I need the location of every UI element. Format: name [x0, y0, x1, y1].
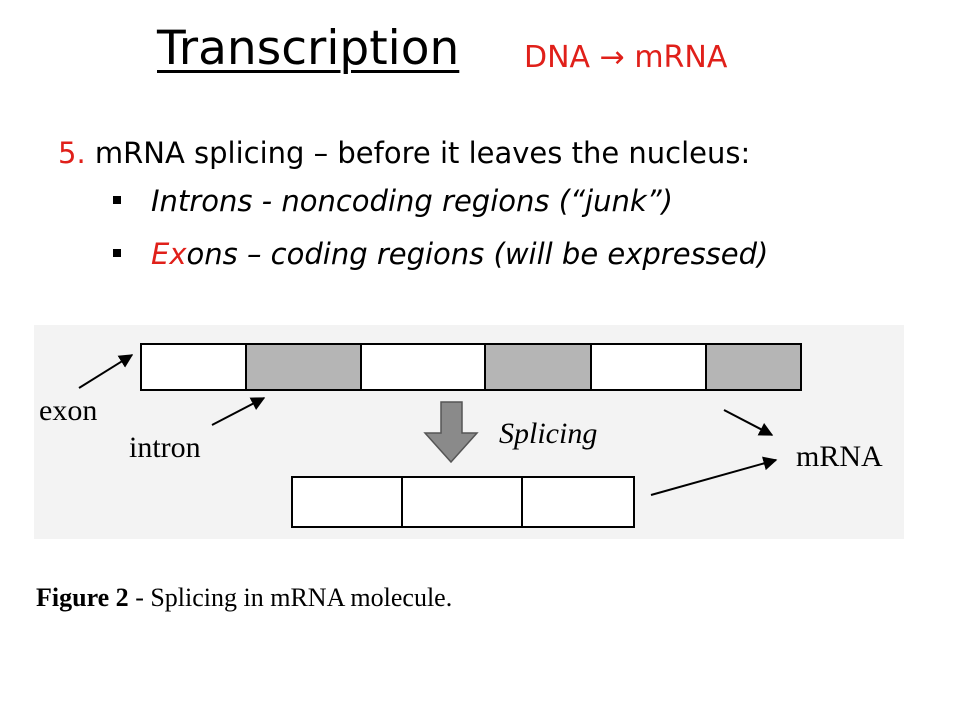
square-bullet-icon	[113, 196, 121, 204]
pre-mrna-intron-1	[245, 343, 362, 391]
point-text: mRNA splicing – before it leaves the nuc…	[85, 136, 751, 170]
mature-mrna-exon-1	[291, 476, 403, 528]
splicing-diagram: exon intron Splicing mRNA	[39, 343, 883, 528]
square-bullet-icon	[113, 249, 121, 257]
bullet-text: ons – coding regions (will be expressed)	[186, 237, 769, 271]
slide-title: Transcription	[157, 21, 460, 76]
point-number: 5.	[58, 136, 86, 170]
pre-mrna-exon-1	[140, 343, 247, 391]
pre-mrna-intron-2	[484, 343, 592, 391]
figure-caption: Figure 2 - Splicing in mRNA molecule.	[36, 582, 452, 613]
bullet-red-part: Ex	[151, 237, 187, 271]
mature-mrna-strand	[291, 476, 635, 528]
mature-to-mrna-arrow-icon	[650, 456, 778, 496]
mrna-label: mRNA	[796, 440, 883, 473]
splicing-label: Splicing	[499, 417, 597, 450]
pre-mrna-exon-3	[590, 343, 707, 391]
arrow-right-icon: →	[599, 40, 625, 75]
exon-pointer-arrow-icon	[78, 354, 134, 389]
subtitle-dna: DNA	[524, 40, 591, 75]
bullet-text: Introns - noncoding regions (“junk”)	[151, 184, 673, 218]
caption-text: - Splicing in mRNA molecule.	[128, 583, 453, 612]
bullet-introns: Introns - noncoding regions (“junk”)	[113, 184, 673, 219]
pre-mrna-intron-3	[705, 343, 802, 391]
bullet-exons: Exons – coding regions (will be expresse…	[113, 237, 768, 272]
slide-subtitle: DNA → mRNA	[524, 40, 727, 76]
mature-mrna-exon-2	[401, 476, 523, 528]
point-5: 5. mRNA splicing – before it leaves the …	[58, 136, 750, 171]
mature-mrna-exon-3	[521, 476, 635, 528]
caption-figure-number: Figure 2	[36, 583, 129, 612]
pre-mrna-exon-2	[360, 343, 486, 391]
intron-pointer-arrow-icon	[211, 397, 266, 426]
splicing-down-arrow-icon	[423, 401, 479, 464]
pre-mrna-strand	[140, 343, 802, 391]
subtitle-mrna: mRNA	[634, 40, 728, 75]
exon-label: exon	[39, 394, 97, 427]
strand-to-mrna-arrow-icon	[723, 409, 774, 436]
intron-label: intron	[129, 431, 201, 464]
splicing-figure: exon intron Splicing mRNA	[34, 325, 904, 539]
